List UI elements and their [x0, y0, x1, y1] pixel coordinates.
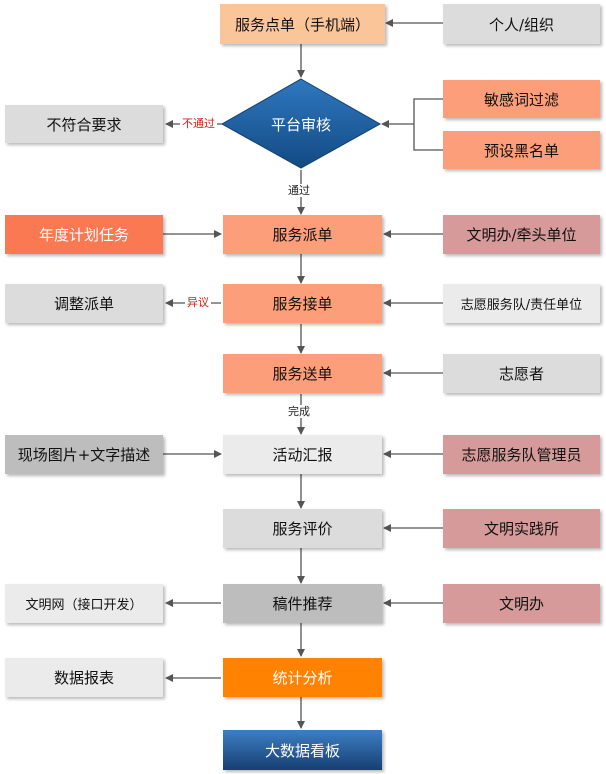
- node-civil-office-lead: 文明办/牵头单位: [443, 215, 600, 254]
- node-stats: 统计分析: [223, 658, 382, 697]
- edge-label-pass: 通过: [286, 184, 312, 197]
- node-data-report: 数据报表: [5, 658, 163, 697]
- bracket-filters: [413, 98, 443, 151]
- node-review-label: 平台审核: [270, 115, 331, 134]
- edge-label-not-pass: 不通过: [180, 117, 217, 130]
- node-individual: 个人/组织: [443, 4, 600, 44]
- node-reject: 不符合要求: [5, 105, 163, 143]
- node-accept: 服务接单: [223, 284, 382, 323]
- node-adjust: 调整派单: [5, 284, 163, 323]
- node-order: 服务点单（手机端）: [220, 4, 385, 44]
- node-blacklist: 预设黑名单: [443, 131, 600, 169]
- node-practice-center: 文明实践所: [443, 509, 600, 548]
- review-diamond: [220, 78, 382, 169]
- node-deliver: 服务送单: [223, 354, 382, 393]
- edge-label-done: 完成: [286, 405, 312, 418]
- node-annual-plan: 年度计划任务: [5, 215, 163, 254]
- node-dispatch: 服务派单: [223, 215, 382, 254]
- node-civil-office: 文明办: [443, 584, 600, 623]
- node-filter: 敏感词过滤: [443, 80, 600, 118]
- edge-label-objection: 异议: [185, 296, 211, 309]
- node-evaluate: 服务评价: [223, 509, 382, 548]
- node-dashboard: 大数据看板: [223, 730, 382, 770]
- node-civil-web: 文明网（接口开发）: [5, 584, 163, 623]
- node-report: 活动汇报: [223, 435, 382, 474]
- dashboard-fill: [223, 730, 382, 770]
- node-volunteer: 志愿者: [443, 354, 600, 393]
- node-volunteer-team: 志愿服务队/责任单位: [443, 284, 600, 323]
- node-recommend: 稿件推荐: [223, 584, 382, 623]
- node-team-admin: 志愿服务队管理员: [443, 435, 600, 474]
- node-photos: 现场图片+文字描述: [5, 435, 163, 474]
